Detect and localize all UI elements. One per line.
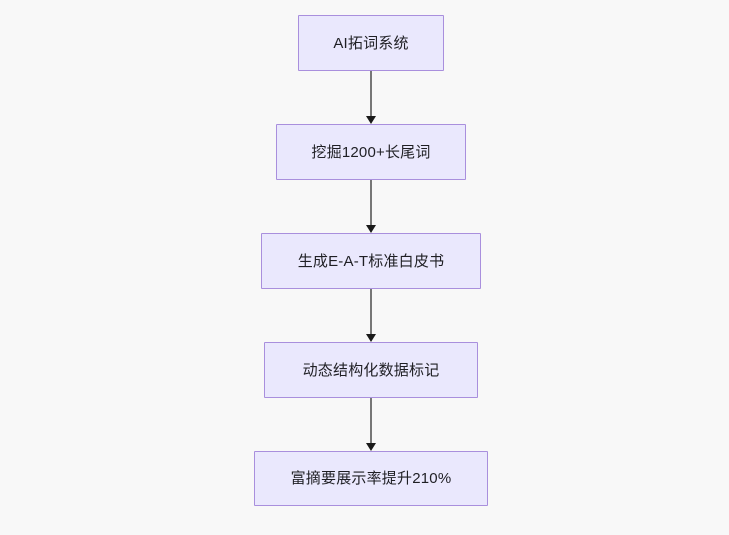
arrowhead-icon — [365, 334, 376, 342]
arrowhead-icon — [365, 225, 376, 233]
flow-node-n1[interactable]: AI拓词系统 — [298, 15, 444, 71]
flow-node-label: 富摘要展示率提升210% — [290, 470, 452, 487]
connector-line — [369, 398, 373, 444]
flow-node-n5[interactable]: 富摘要展示率提升210% — [254, 451, 488, 506]
connector-line — [369, 289, 373, 335]
connector-line — [369, 180, 373, 226]
connector-line — [369, 71, 373, 117]
arrowhead-icon — [365, 116, 376, 124]
flow-node-n2[interactable]: 挖掘1200+长尾词 — [276, 124, 466, 180]
flow-node-label: 动态结构化数据标记 — [302, 361, 440, 379]
flow-node-label: 挖掘1200+长尾词 — [311, 143, 431, 161]
flow-node-n4[interactable]: 动态结构化数据标记 — [264, 342, 478, 398]
arrowhead-icon — [365, 443, 376, 451]
flow-node-label: AI拓词系统 — [333, 34, 409, 52]
flow-node-n3[interactable]: 生成E-A-T标准白皮书 — [261, 233, 481, 289]
flow-node-label: 生成E-A-T标准白皮书 — [297, 252, 445, 270]
